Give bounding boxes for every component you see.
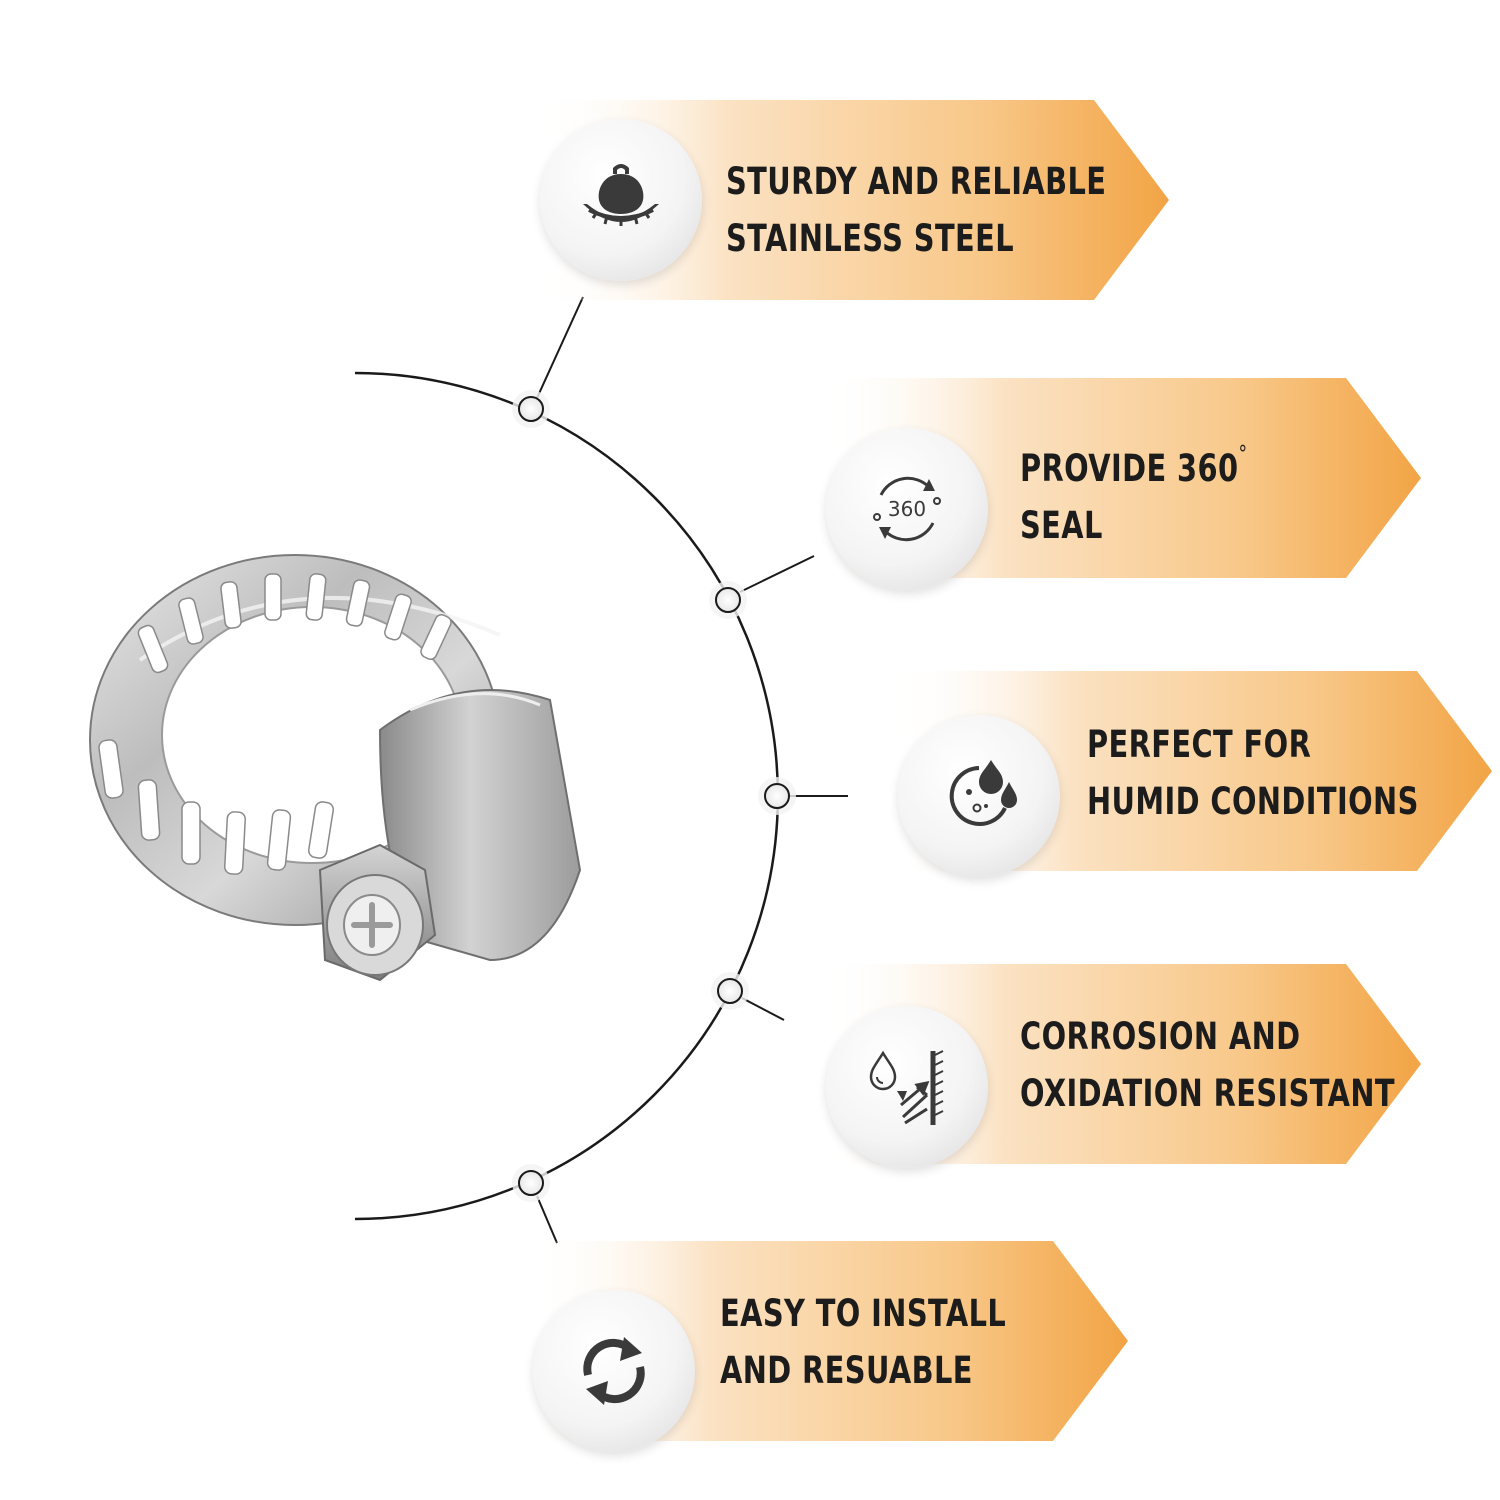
connector-line-1 [536, 296, 584, 399]
rotate-360-icon: 360 [873, 476, 941, 542]
connector-dot [518, 396, 544, 422]
feature-label-line-1-text: PROVIDE 360 [1020, 447, 1239, 490]
feature-badge [533, 1290, 695, 1452]
connector-dots [512, 390, 796, 1202]
feature-label-line-2: STAINLESS STEEL [726, 217, 1015, 260]
feature-label-line-2: AND RESUABLE [720, 1349, 973, 1392]
kettlebell-icon [583, 164, 659, 226]
feature-label: PERFECT FOR HUMID CONDITIONS [1087, 716, 1419, 830]
drop-shield-icon [869, 1050, 944, 1125]
feature-label: EASY TO INSTALL AND RESUABLE [720, 1285, 1006, 1399]
reuse-arrows-icon [583, 1337, 645, 1405]
feature-banner: PERFECT FOR HUMID CONDITIONS [892, 671, 1492, 877]
connector-dot [717, 978, 743, 1004]
feature-badge [898, 715, 1060, 877]
humidity-drops-icon [949, 760, 1017, 826]
feature-banner: STURDY AND RELIABLE STAINLESS STEEL [539, 100, 1169, 300]
feature-label-line-1: PERFECT FOR [1087, 723, 1312, 766]
connector-dot [715, 587, 741, 613]
feature-banner: 360 PROVIDE 360° SEAL [825, 378, 1421, 590]
feature-badge [540, 119, 702, 281]
degree-symbol: ° [1238, 442, 1248, 467]
feature-label-line-1: CORROSION AND [1020, 1015, 1301, 1058]
feature-label: PROVIDE 360° SEAL [1020, 426, 1247, 554]
connector-dot [764, 783, 790, 809]
feature-badge: 360 [826, 428, 988, 590]
feature-label-line-1: EASY TO INSTALL [720, 1292, 1007, 1335]
hose-clamp-image [89, 554, 582, 982]
feature-label: STURDY AND RELIABLE STAINLESS STEEL [726, 153, 1106, 267]
feature-label-line-2: OXIDATION RESISTANT [1020, 1072, 1395, 1115]
feature-label-line-1: STURDY AND RELIABLE [726, 160, 1107, 203]
connector-dot [518, 1170, 544, 1196]
banner-shape [539, 100, 1169, 300]
connector-line-2 [739, 555, 815, 593]
feature-label-line-1: PROVIDE 360° [1020, 426, 1247, 497]
feature-label-line-2: HUMID CONDITIONS [1087, 780, 1419, 823]
feature-label-line-2: SEAL [1020, 504, 1103, 547]
connector-line-5 [536, 1195, 558, 1244]
feature-banner: CORROSION AND OXIDATION RESISTANT [825, 964, 1421, 1168]
feature-badge [826, 1006, 988, 1168]
feature-banner: EASY TO INSTALL AND RESUABLE [532, 1241, 1128, 1452]
icon-text-360: 360 [888, 497, 926, 521]
feature-label: CORROSION AND OXIDATION RESISTANT [1020, 1008, 1395, 1122]
connector-line-4 [741, 997, 785, 1021]
